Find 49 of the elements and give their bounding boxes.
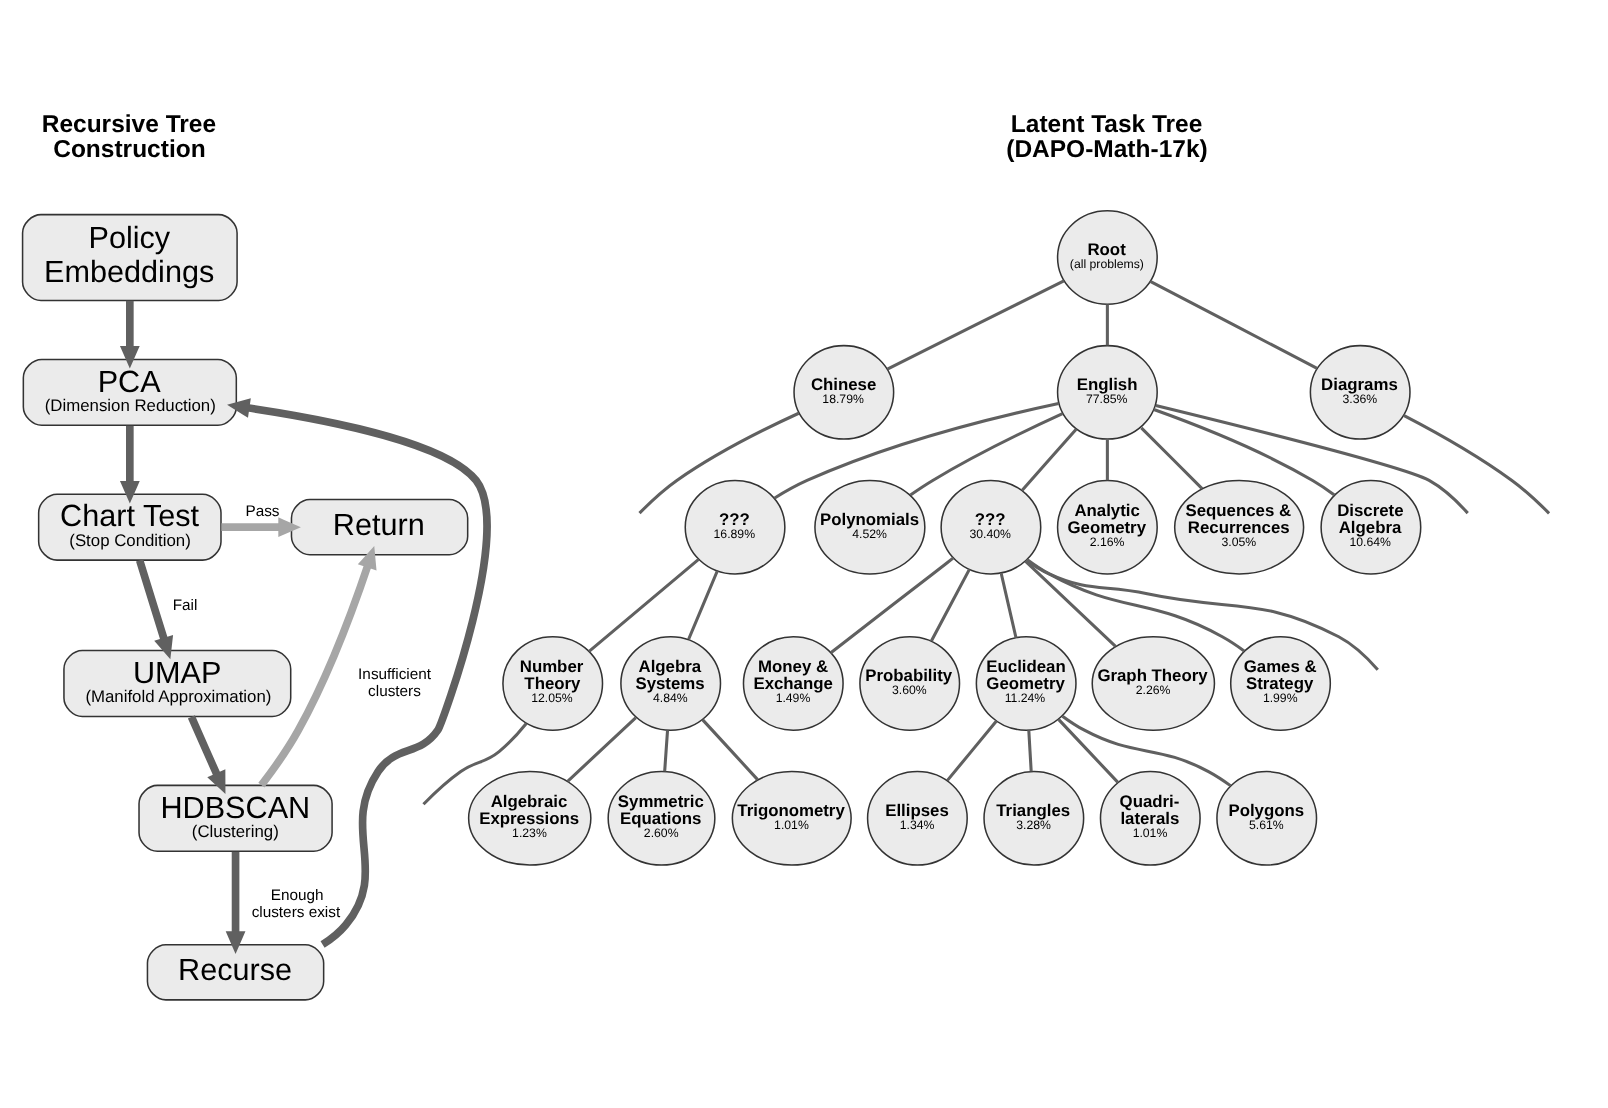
label: Latent Task Tree (DAPO-Math-17k) bbox=[1006, 110, 1208, 163]
connector bbox=[886, 279, 1065, 371]
edge-label: Enough clusters exist bbox=[251, 886, 341, 922]
node-box: HDBSCAN (Clustering) bbox=[138, 784, 333, 852]
connector bbox=[909, 412, 1064, 497]
connector bbox=[687, 570, 719, 640]
connector bbox=[1021, 428, 1078, 492]
label: Recursive Tree Construction bbox=[41, 110, 217, 163]
arrow bbox=[187, 715, 226, 794]
connector bbox=[1402, 413, 1551, 515]
edge-label: Insufficient clusters bbox=[358, 664, 432, 700]
connector bbox=[1105, 439, 1109, 481]
connector bbox=[773, 402, 1059, 500]
arrow bbox=[136, 559, 174, 660]
arrow bbox=[221, 517, 301, 538]
edge-label: Pass bbox=[245, 501, 280, 520]
connector bbox=[1105, 304, 1109, 346]
node-box: Return bbox=[290, 498, 469, 556]
connector bbox=[1061, 714, 1232, 787]
connector bbox=[701, 718, 759, 781]
connector bbox=[946, 720, 998, 782]
node-box: Policy Embeddings bbox=[21, 213, 238, 302]
connector bbox=[1153, 408, 1336, 497]
connector bbox=[588, 558, 700, 653]
connector bbox=[422, 722, 528, 806]
connector bbox=[1024, 560, 1117, 648]
connector bbox=[829, 556, 955, 654]
arrow bbox=[227, 398, 491, 948]
edge-label: Fail bbox=[172, 595, 198, 614]
connector bbox=[1057, 718, 1119, 784]
arrow bbox=[225, 851, 246, 954]
node-box: PCA (Dimension Reduction) bbox=[22, 358, 238, 427]
connector bbox=[999, 572, 1018, 639]
arrow bbox=[258, 546, 377, 788]
connector bbox=[663, 730, 670, 772]
node-box: Recurse bbox=[146, 943, 325, 1001]
connector bbox=[1025, 558, 1379, 671]
connector bbox=[930, 568, 971, 642]
connector bbox=[1026, 558, 1246, 653]
connector bbox=[1140, 426, 1204, 490]
node-box: Chart Test (Stop Condition) bbox=[37, 493, 222, 561]
connector bbox=[1027, 730, 1033, 772]
connector bbox=[1155, 404, 1469, 515]
arrow bbox=[119, 300, 140, 369]
connector bbox=[638, 411, 800, 515]
connector bbox=[1149, 280, 1318, 370]
connector bbox=[566, 716, 637, 783]
arrow bbox=[119, 425, 140, 504]
node-box: UMAP (Manifold Approximation) bbox=[63, 649, 292, 718]
